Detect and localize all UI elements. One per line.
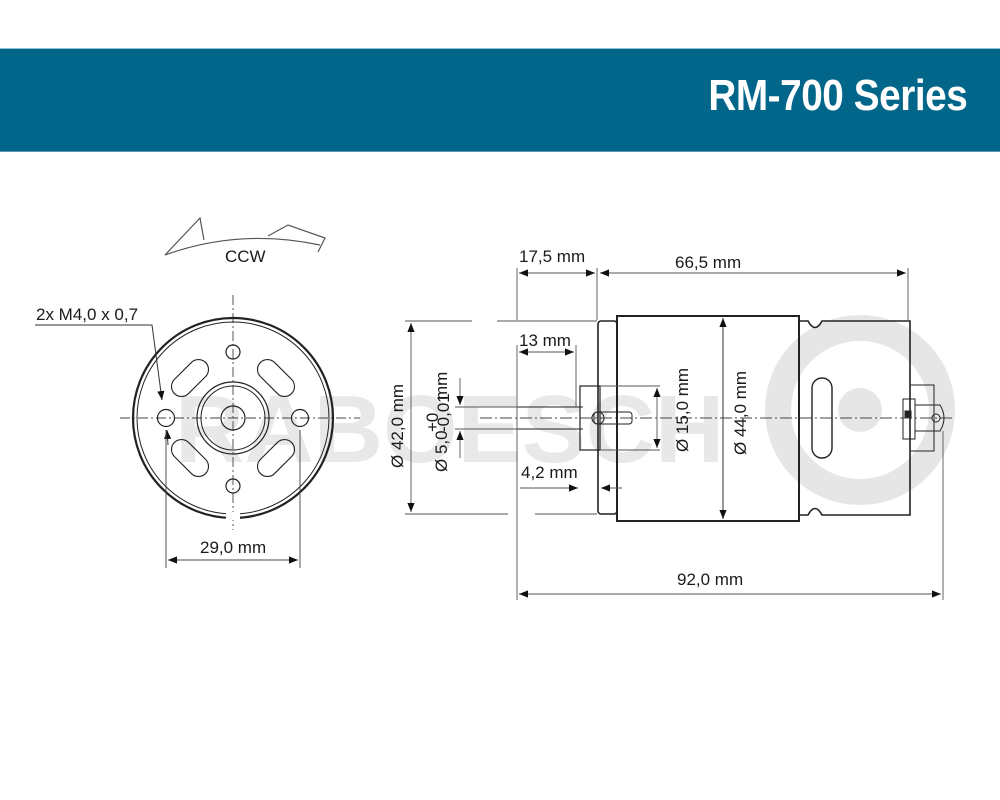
svg-text:+0: +0 — [423, 413, 442, 432]
flat-length-label: 13 mm — [519, 331, 571, 350]
watermark-text: RABOESCH — [175, 376, 724, 483]
shaft-length-label: 17,5 mm — [519, 247, 585, 266]
thread-label: 2x M4,0 x 0,7 — [36, 305, 138, 324]
body-diameter-label: Ø 44,0 mm — [731, 371, 750, 455]
shaft-diameter-label: Ø 5,0 +0 -0,01 mm — [423, 372, 453, 472]
side-boss — [579, 385, 601, 451]
boss-height-label: 4,2 mm — [521, 463, 578, 482]
boss-inner — [200, 385, 266, 451]
shaft-diameter-dimension — [455, 378, 517, 458]
top-dimension-lines — [516, 268, 909, 320]
small-hole-bottom — [225, 478, 241, 494]
mount-hole-left — [156, 408, 176, 428]
shaft-end — [220, 405, 246, 431]
boss-diameter-label: Ø 15,0 mm — [673, 368, 692, 452]
flat-length-dimension — [516, 345, 577, 600]
shaft — [517, 406, 583, 430]
front-centerlines — [120, 295, 360, 530]
watermark-logo — [765, 315, 955, 505]
small-hole-top — [225, 344, 241, 360]
page-title: RM-700 Series — [707, 71, 967, 120]
body-length-label: 66,5 mm — [675, 253, 741, 272]
terminal — [902, 384, 945, 452]
total-length-dimension — [519, 431, 944, 600]
rotation-label: CCW — [225, 247, 266, 266]
end-cap-slot — [811, 377, 833, 459]
svg-text:Ø 5,0: Ø 5,0 — [432, 430, 451, 472]
header-banner: RM-700 Series — [0, 48, 1000, 152]
total-length-label: 92,0 mm — [677, 570, 743, 589]
boss-outer — [196, 381, 270, 455]
thread-leader — [35, 324, 172, 446]
side-view: 17,5 mm 66,5 mm 13 mm 4,2 mm Ø 42,0 mm — [388, 247, 955, 600]
flange-diameter-dimension — [405, 320, 597, 515]
boss-diameter-dimension — [600, 385, 661, 451]
hole-spacing-label: 29,0 mm — [200, 538, 266, 557]
motor-can — [616, 315, 800, 522]
front-view: CCW 2x M4,0 x 0,7 — [35, 216, 360, 568]
vent-slots — [170, 358, 296, 478]
flange-diameter-label: Ø 42,0 mm — [388, 384, 407, 468]
mount-hole-right — [290, 408, 310, 428]
svg-text:-0,01: -0,01 — [434, 393, 453, 432]
ccw-rotation-arrow — [164, 216, 326, 256]
hole-spacing-dimension — [165, 430, 301, 568]
svg-text:mm: mm — [432, 372, 451, 400]
